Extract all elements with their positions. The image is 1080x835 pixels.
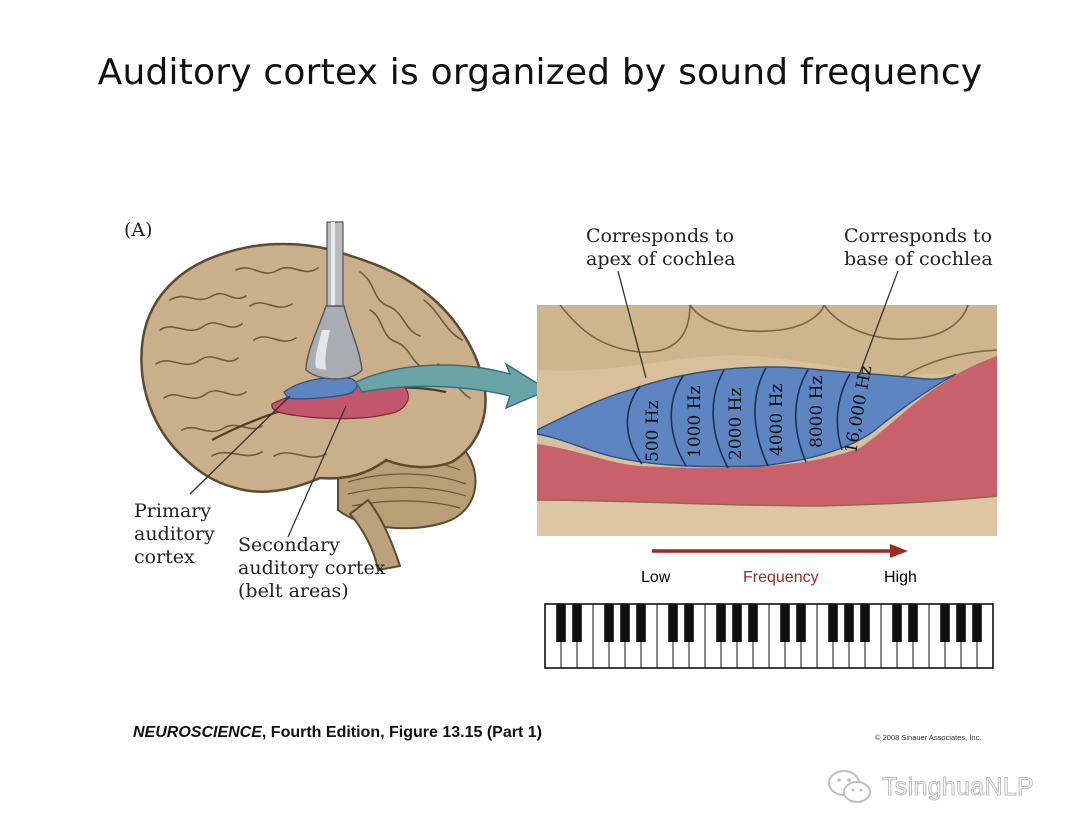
svg-text:auditory: auditory (134, 523, 215, 545)
callout-base-of-cochlea: Corresponds to base of cochlea (844, 225, 993, 270)
enlarged-cortex-panel: 500 Hz 1000 Hz 2000 Hz 4000 Hz 8000 Hz 1… (537, 305, 997, 536)
piano-black-key (828, 604, 838, 642)
frequency-axis-label: Frequency (743, 569, 819, 586)
svg-text:base of cochlea: base of cochlea (844, 248, 993, 270)
piano-black-key (668, 604, 678, 642)
piano-black-key (604, 604, 614, 642)
piano-black-key (844, 604, 854, 642)
piano-black-key (684, 604, 694, 642)
retractor-tool (305, 221, 363, 380)
frequency-low-label: Low (641, 569, 671, 586)
wechat-logo-icon (828, 770, 871, 803)
caption-details: , Fourth Edition, Figure 13.15 (Part 1) (261, 724, 542, 741)
watermark-text: TsinghuaNLP (881, 772, 1035, 801)
piano-black-key (908, 604, 918, 642)
brain-leader-lines (189, 395, 347, 538)
piano-black-key (972, 604, 982, 642)
caption-book-title: NEUROSCIENCE (133, 724, 262, 741)
band-label-1000: 1000 Hz (685, 386, 705, 458)
piano-black-key (796, 604, 806, 642)
frequency-high-label: High (884, 569, 917, 586)
figure-caption: NEUROSCIENCE, Fourth Edition, Figure 13.… (133, 724, 542, 742)
piano-black-key (940, 604, 950, 642)
callout-primary-auditory-cortex: Primary auditory cortex (134, 500, 215, 568)
svg-text:cortex: cortex (134, 546, 195, 568)
panel-label: (A) (124, 219, 153, 241)
piano-black-key (780, 604, 790, 642)
piano-black-key (860, 604, 870, 642)
band-label-500: 500 Hz (643, 400, 663, 462)
callout-apex-of-cochlea: Corresponds to apex of cochlea (586, 225, 736, 270)
panel-leader-lines (617, 270, 899, 379)
piano-black-key (748, 604, 758, 642)
piano-black-key (620, 604, 630, 642)
piano-black-key (716, 604, 726, 642)
band-label-4000: 4000 Hz (767, 384, 787, 456)
svg-text:(belt areas): (belt areas) (238, 580, 349, 602)
piano-black-key (636, 604, 646, 642)
svg-text:auditory cortex: auditory cortex (238, 557, 386, 579)
copyright-notice: © 2008 Sinauer Associates, Inc. (875, 733, 982, 742)
band-label-8000: 8000 Hz (807, 376, 827, 448)
piano-black-key (572, 604, 582, 642)
callout-secondary-auditory-cortex: Secondary auditory cortex (belt areas) (238, 534, 386, 602)
piano-black-key (956, 604, 966, 642)
piano-keyboard (544, 603, 994, 669)
piano-black-key (556, 604, 566, 642)
svg-text:Secondary: Secondary (238, 534, 340, 556)
piano-black-key (892, 604, 902, 642)
band-label-2000: 2000 Hz (726, 388, 746, 460)
svg-text:apex of cochlea: apex of cochlea (586, 248, 736, 270)
piano-black-key (732, 604, 742, 642)
pointer-arrow (354, 362, 550, 410)
slide-title: Auditory cortex is organized by sound fr… (97, 52, 983, 93)
svg-text:Corresponds to: Corresponds to (844, 225, 992, 247)
svg-text:Corresponds to: Corresponds to (586, 225, 734, 247)
frequency-arrow (652, 544, 908, 558)
brain-illustration (140, 221, 487, 572)
svg-text:Primary: Primary (134, 500, 211, 522)
watermark: TsinghuaNLP (826, 767, 1034, 807)
